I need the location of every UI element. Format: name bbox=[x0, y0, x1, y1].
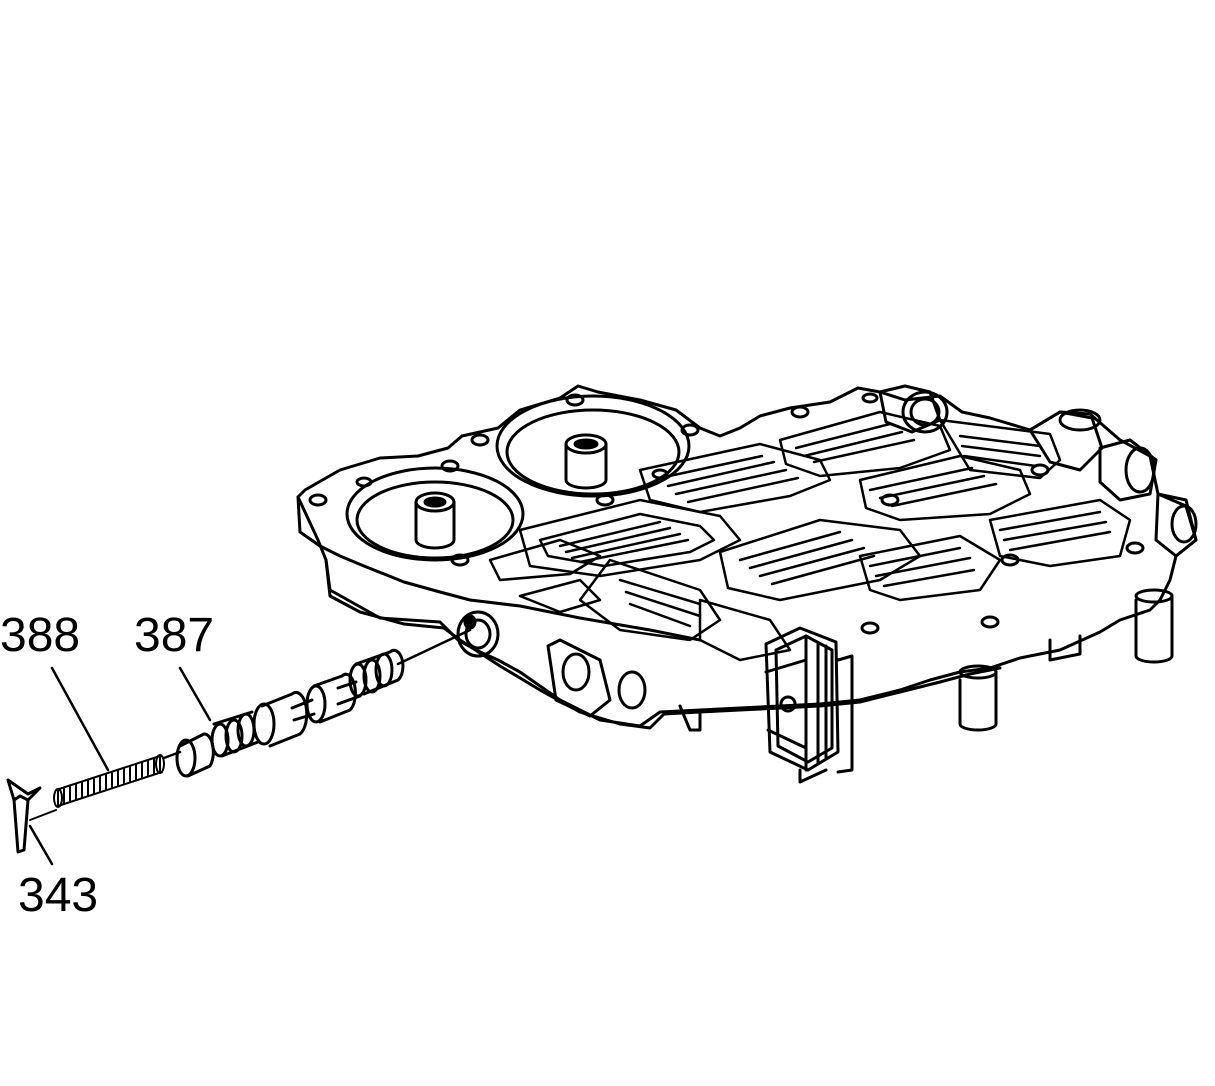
spring-axis bbox=[29, 809, 57, 821]
leader-388 bbox=[50, 666, 110, 772]
retainer-clip-343 bbox=[6, 778, 42, 854]
mounting-legs bbox=[678, 588, 1174, 732]
valve-bore bbox=[456, 610, 500, 658]
callout-388: 388 bbox=[0, 609, 81, 662]
callout-387: 387 bbox=[134, 609, 215, 662]
valve-assembly bbox=[6, 628, 472, 854]
solenoid-bosses bbox=[878, 384, 1198, 558]
front-hole-1 bbox=[561, 652, 591, 692]
accumulator-bore-left-inner bbox=[355, 480, 515, 560]
piston-post-right bbox=[564, 433, 608, 490]
leader-lines bbox=[28, 666, 212, 866]
valve-body bbox=[296, 384, 1198, 784]
front-hole-2 bbox=[617, 670, 647, 710]
accumulator-bore-right-inner bbox=[505, 408, 681, 496]
leader-343 bbox=[28, 824, 54, 866]
valve-spool-387 bbox=[162, 648, 405, 778]
callout-343: 343 bbox=[18, 869, 99, 922]
valve-body-top-outline bbox=[296, 384, 1198, 728]
accumulator-bore-right bbox=[495, 394, 691, 498]
valve-body-front-face bbox=[324, 558, 1002, 730]
leader-387 bbox=[178, 666, 212, 722]
bracket-plate bbox=[764, 626, 854, 784]
assembly-axis bbox=[396, 628, 472, 666]
spring-388 bbox=[53, 754, 165, 808]
accumulator-bore-left bbox=[345, 466, 525, 562]
piston-post-left bbox=[414, 491, 456, 550]
front-boss bbox=[546, 638, 612, 718]
bolt-holes bbox=[308, 392, 1145, 635]
fluid-channels bbox=[488, 410, 1132, 662]
valve-body-lower-edge bbox=[296, 495, 702, 642]
